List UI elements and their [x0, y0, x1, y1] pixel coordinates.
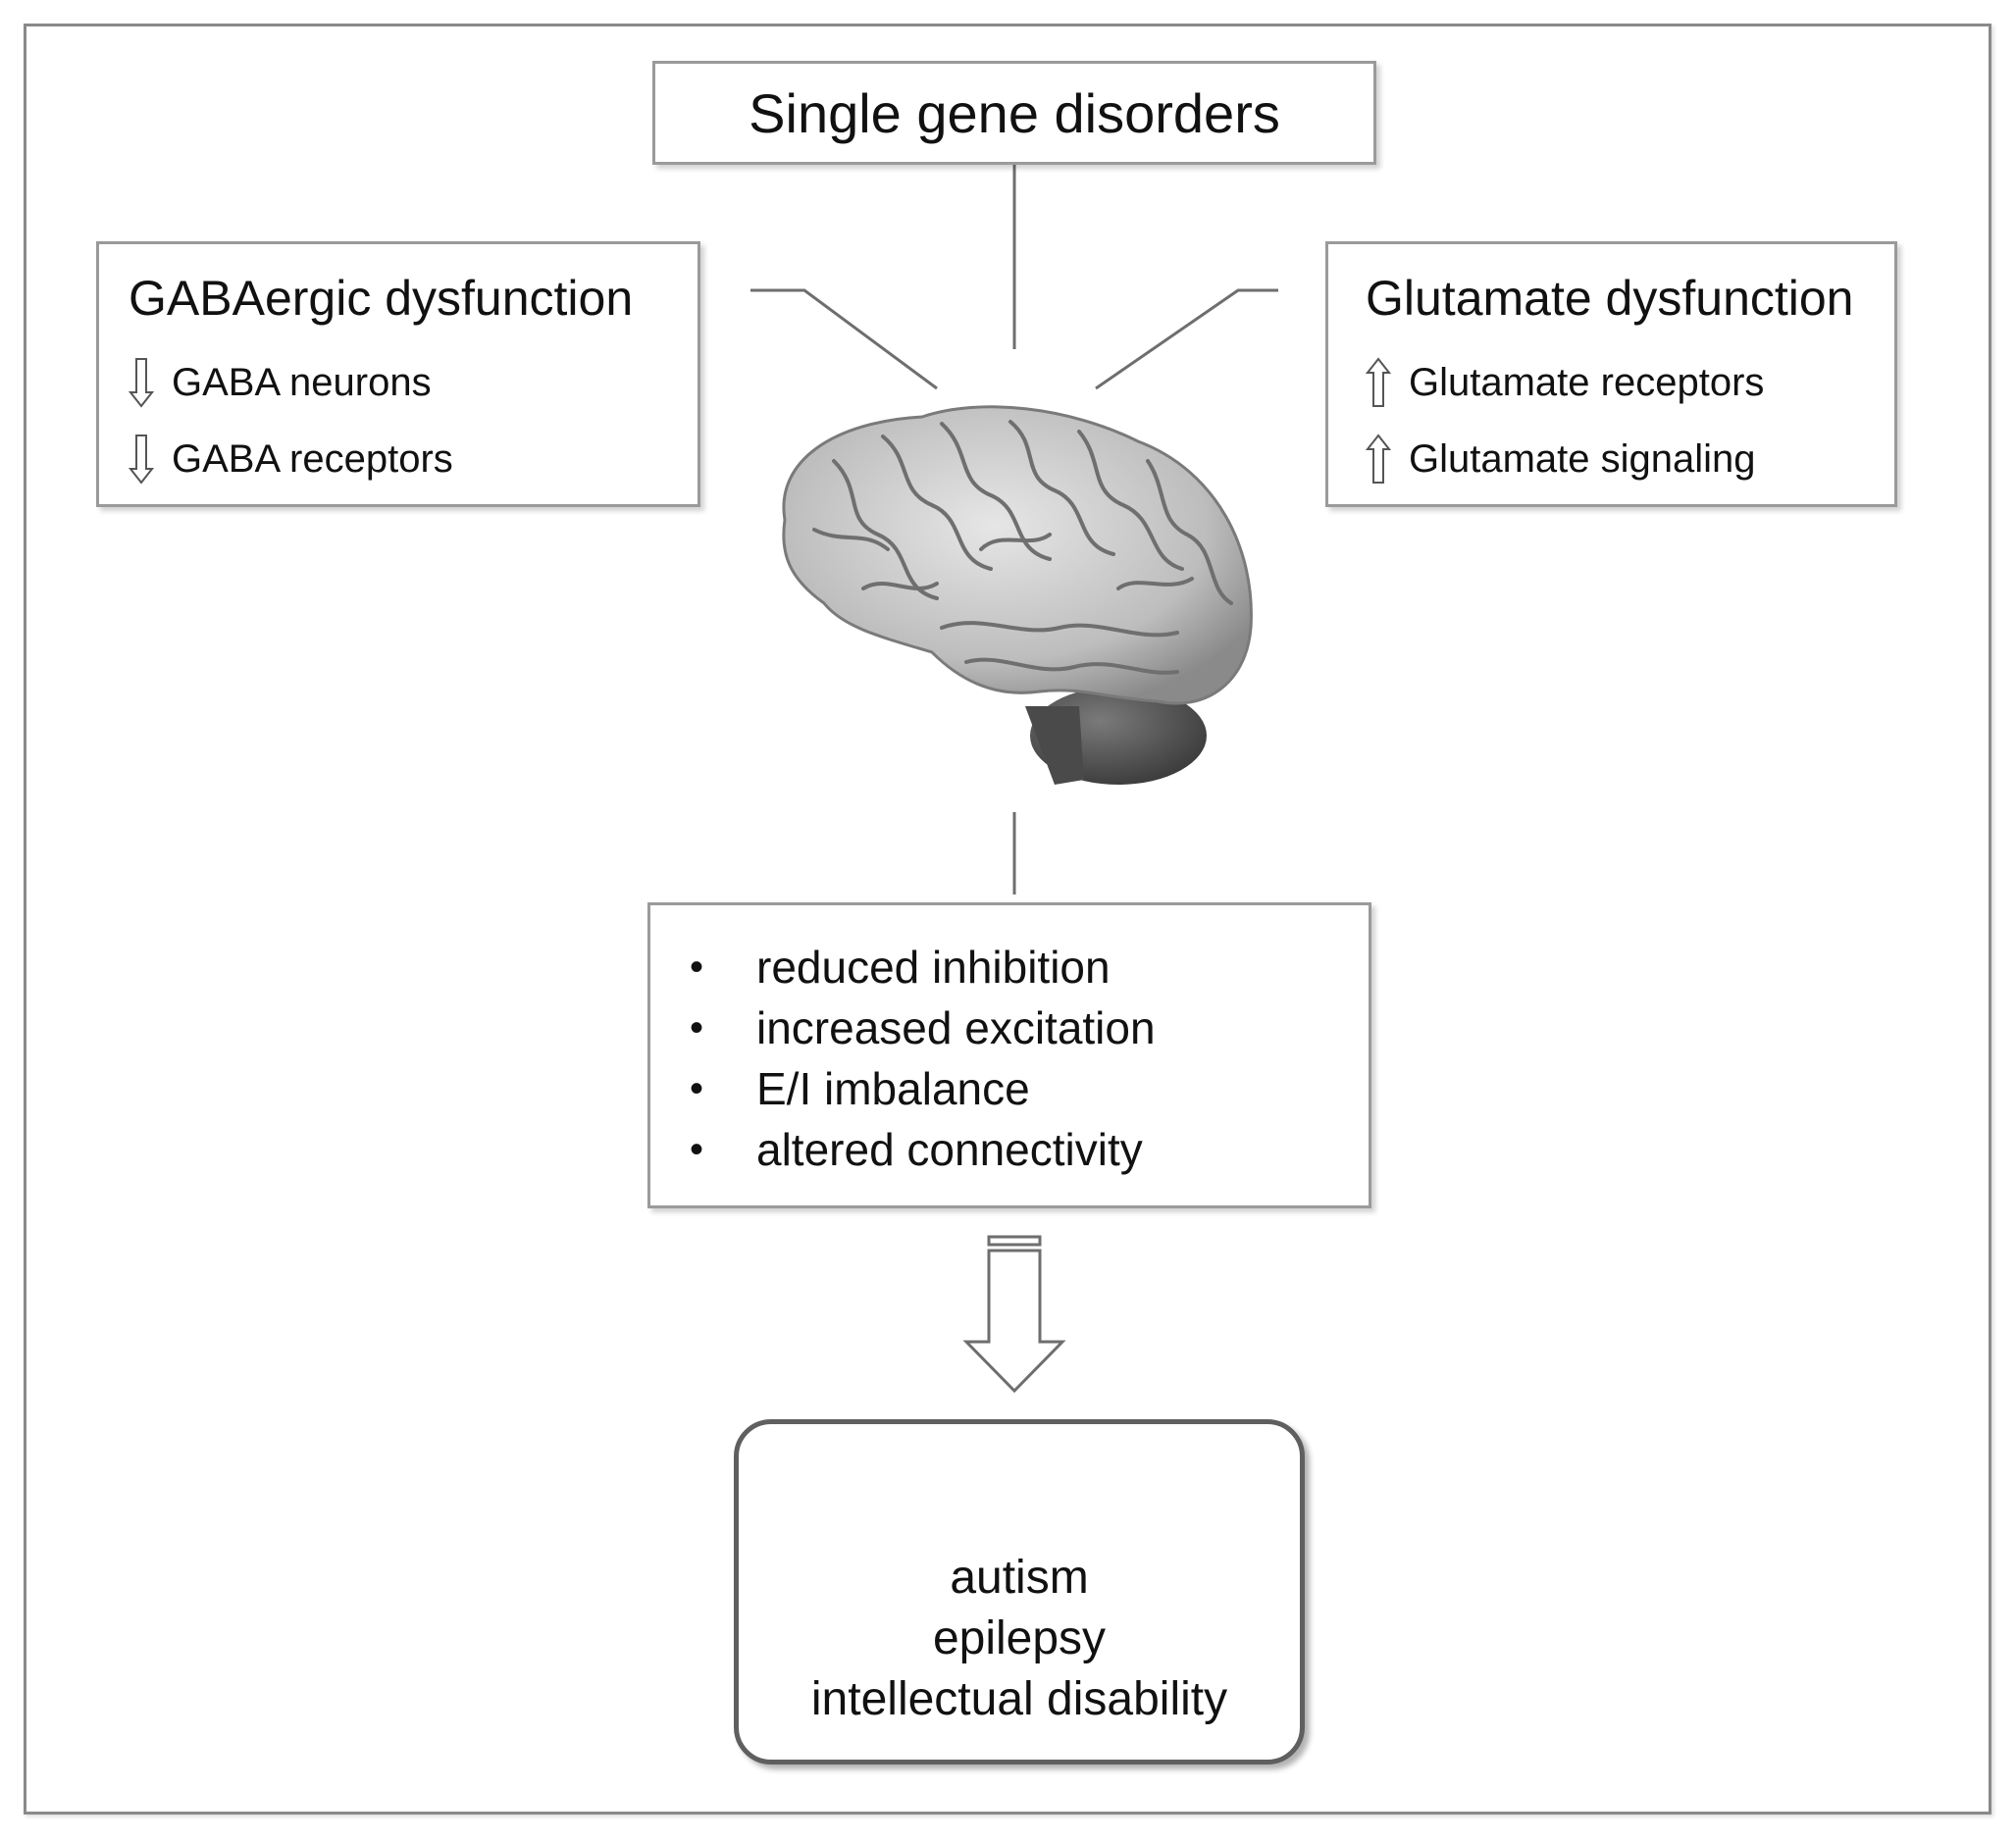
bullet-dot: •: [690, 945, 704, 989]
outcome-intellectual-disability: intellectual disability: [810, 1673, 1228, 1725]
single-gene-disorders-box: Single gene disorders: [652, 61, 1376, 165]
mechanism-label: increased excitation: [756, 1002, 1156, 1053]
outcome-epilepsy: epilepsy: [932, 1612, 1107, 1664]
down-arrow-icon: [129, 435, 154, 485]
connector-left: [750, 288, 938, 390]
connector-right: [1095, 288, 1278, 390]
brain-illustration: [782, 405, 1253, 785]
mechanism-bullet: • altered connectivity: [690, 1119, 1369, 1180]
mechanism-label: reduced inhibition: [756, 942, 1111, 993]
figure-frame: [24, 24, 1991, 1815]
mechanism-label: E/I imbalance: [756, 1063, 1030, 1114]
bullet-dot: •: [690, 1127, 704, 1171]
down-arrow-icon: [129, 358, 154, 408]
bullet-dot: •: [690, 1005, 704, 1049]
gaba-item: GABA receptors: [129, 421, 698, 497]
mechanism-bullet: • E/I imbalance: [690, 1058, 1369, 1119]
outcome-autism: autism: [950, 1552, 1089, 1604]
gabaergic-dysfunction-box: GABAergic dysfunction GABA neurons GABA …: [96, 241, 700, 507]
hollow-down-arrow: [962, 1235, 1066, 1394]
bullet-dot: •: [690, 1066, 704, 1110]
glutamate-title: Glutamate dysfunction: [1366, 271, 1854, 326]
gaba-title: GABAergic dysfunction: [129, 271, 634, 326]
outcomes-box: autism epilepsy intellectual disability: [734, 1419, 1305, 1764]
glutamate-item-label: Glutamate receptors: [1409, 360, 1765, 404]
gaba-item-label: GABA receptors: [172, 436, 453, 481]
top-title: Single gene disorders: [749, 81, 1280, 144]
up-arrow-icon: [1366, 357, 1391, 407]
glutamate-item-label: Glutamate signaling: [1409, 436, 1756, 481]
gaba-item: GABA neurons: [129, 344, 698, 421]
mechanism-label: altered connectivity: [756, 1124, 1143, 1175]
mechanism-bullet: • increased excitation: [690, 997, 1369, 1058]
up-arrow-icon: [1366, 434, 1391, 484]
glutamate-item: Glutamate receptors: [1366, 344, 1894, 421]
outcome-list: autism epilepsy intellectual disability: [739, 1548, 1300, 1730]
gaba-item-label: GABA neurons: [172, 360, 432, 404]
mechanisms-box: • reduced inhibition • increased excitatio…: [647, 902, 1371, 1208]
glutamate-item: Glutamate signaling: [1366, 421, 1894, 497]
glutamate-dysfunction-box: Glutamate dysfunction Glutamate receptor…: [1325, 241, 1897, 507]
mechanism-bullet: • reduced inhibition: [690, 937, 1369, 997]
